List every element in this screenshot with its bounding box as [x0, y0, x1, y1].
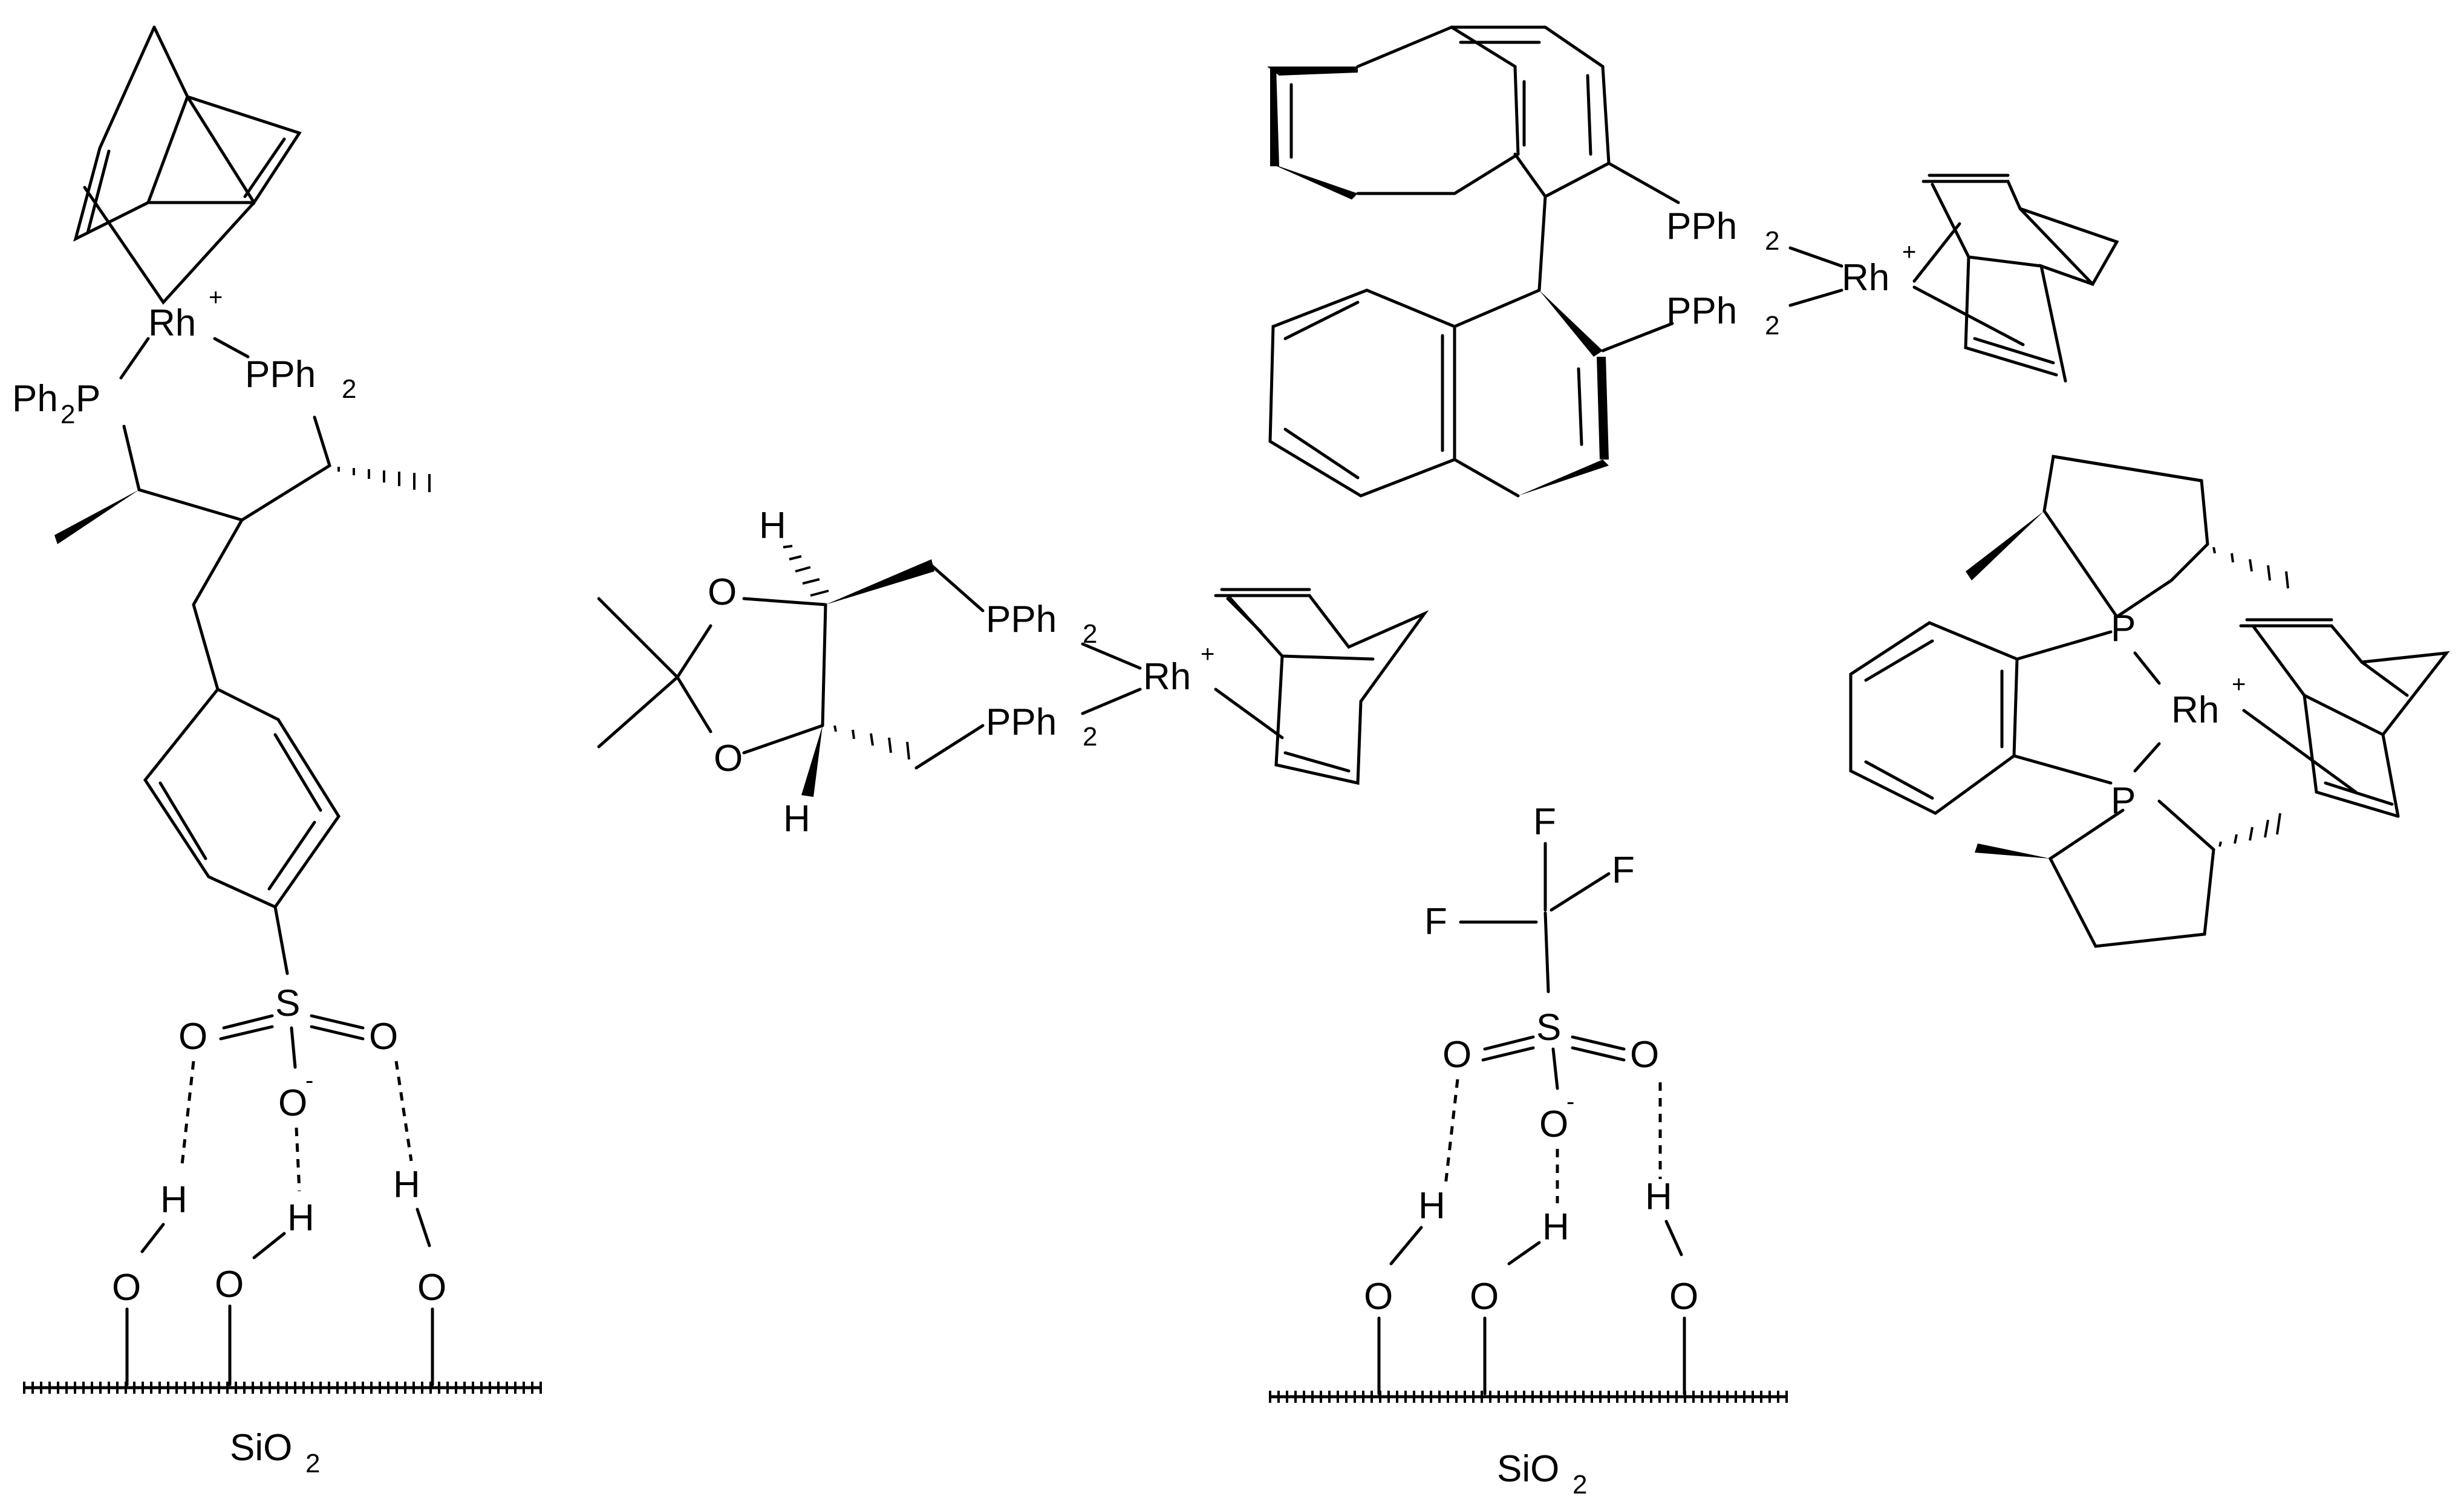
silica-surface-2: SiO 2 — [1269, 1391, 1788, 1500]
fluorine-label: F — [1424, 901, 1447, 943]
rh-charge: + — [2232, 671, 2246, 698]
oxygen-label: O — [1442, 1034, 1472, 1076]
phosphorus-label: P — [2111, 608, 2136, 649]
svg-text:2: 2 — [1083, 722, 1097, 752]
hashed-wedge-h-top — [783, 545, 829, 597]
oxygen-label: O — [417, 1267, 446, 1308]
hydrogen-label: H — [160, 1179, 187, 1221]
pph2-label-1: PPh — [245, 354, 316, 395]
hydrogen-label: H — [393, 1164, 420, 1206]
svg-text:2: 2 — [1573, 1470, 1587, 1500]
oxygen-label: O — [714, 738, 743, 779]
norbornadiene-ligand-2 — [1214, 588, 1429, 785]
svg-text:2: 2 — [1765, 311, 1779, 340]
oxygen-label: O — [1539, 1103, 1568, 1145]
dioxolane-ring: O O H H — [597, 505, 985, 840]
naphthyl-upper — [1267, 25, 1680, 204]
structure-binap-rh-complex: PPh 2 PPh 2 Rh + — [1267, 25, 2119, 498]
hydrogen-bonds-2: H H H O O O — [1364, 1079, 1698, 1396]
hashed-wedge-ch2 — [833, 725, 910, 760]
norbornadiene-ligand-1 — [73, 25, 302, 305]
structure-triflate-on-silica: F F F S O O O - H H H O O O — [1269, 801, 1788, 1500]
rh-label: Rh — [2171, 689, 2219, 731]
sulfonate-charge: - — [305, 1067, 313, 1094]
rh-charge: + — [1902, 239, 1916, 265]
oxygen-label: O — [1669, 1276, 1698, 1318]
pph2-label-3: PPh — [986, 701, 1057, 743]
phospholane-upper — [1966, 455, 2289, 619]
sio2-label: SiO — [1497, 1448, 1559, 1490]
hydrogen-bonds-1: H H H O O O — [112, 1061, 446, 1386]
oxygen-label: O — [278, 1082, 307, 1124]
svg-text:2: 2 — [1765, 226, 1779, 256]
norbornadiene-ligand-4 — [2239, 618, 2450, 818]
oxygen-label: O — [1364, 1276, 1393, 1318]
rh-label: Rh — [1842, 257, 1889, 299]
norbornadiene-ligand-3 — [1912, 174, 2119, 383]
hashed-wedge-methyl — [2218, 813, 2281, 847]
sulfur-label: S — [275, 983, 300, 1024]
sulfur-label: S — [1536, 1007, 1561, 1048]
oxygen-label: O — [708, 571, 737, 613]
sulfonate-group-1: S O O O - — [178, 983, 398, 1124]
hydrogen-label: H — [759, 505, 786, 547]
oxygen-label: O — [1470, 1276, 1499, 1318]
oxygen-label: O — [369, 1016, 398, 1058]
svg-text:2: 2 — [60, 400, 75, 429]
rh-charge: + — [1201, 641, 1214, 668]
silica-surface-1: SiO 2 — [23, 1382, 542, 1478]
hydrogen-label: H — [1542, 1206, 1569, 1248]
oxygen-label: O — [178, 1016, 207, 1058]
benzene-ring-1 — [143, 687, 341, 975]
hydrogen-label: H — [783, 798, 810, 840]
svg-text:2: 2 — [305, 1449, 320, 1478]
pph2-label-4: PPh — [1666, 206, 1737, 247]
hashed-wedge-methyl — [2212, 547, 2289, 589]
phospholane-lower — [1975, 799, 2281, 948]
fluorine-label: F — [1612, 850, 1635, 891]
svg-text:P: P — [76, 378, 100, 420]
oxygen-label: O — [215, 1264, 244, 1305]
rh-label: Rh — [148, 302, 196, 344]
naphthyl-lower — [1268, 288, 1674, 498]
hydrogen-label: H — [1645, 1176, 1672, 1218]
rh-charge: + — [209, 284, 223, 311]
ph2p-label: Ph — [12, 378, 58, 420]
structure-duphos-rh-complex: P P Rh + — [1849, 455, 2450, 948]
backbone-1 — [54, 415, 431, 691]
svg-text:2: 2 — [342, 374, 356, 404]
fluorine-label: F — [1533, 801, 1556, 843]
triflate-charge: - — [1566, 1088, 1574, 1115]
hydrogen-label: H — [287, 1197, 315, 1239]
hashed-wedge-methyl — [337, 467, 431, 492]
pph2-label-5: PPh — [1666, 290, 1737, 332]
sio2-label: SiO — [230, 1427, 292, 1469]
structure-tethered-rh-complex: Rh + Ph 2 P PPh 2 — [12, 25, 542, 1478]
hydrogen-label: H — [1418, 1185, 1445, 1227]
oxygen-label: O — [112, 1267, 141, 1308]
benzene-ring-duphos — [1849, 621, 2113, 815]
rh-center-1: Rh + Ph 2 P PPh 2 — [12, 284, 356, 429]
rh-label: Rh — [1143, 656, 1191, 698]
structure-diop-rh-complex: O O H H PPh 2 PPh — [597, 505, 1429, 840]
pph2-label-2: PPh — [986, 599, 1057, 640]
oxygen-label: O — [1630, 1034, 1659, 1076]
